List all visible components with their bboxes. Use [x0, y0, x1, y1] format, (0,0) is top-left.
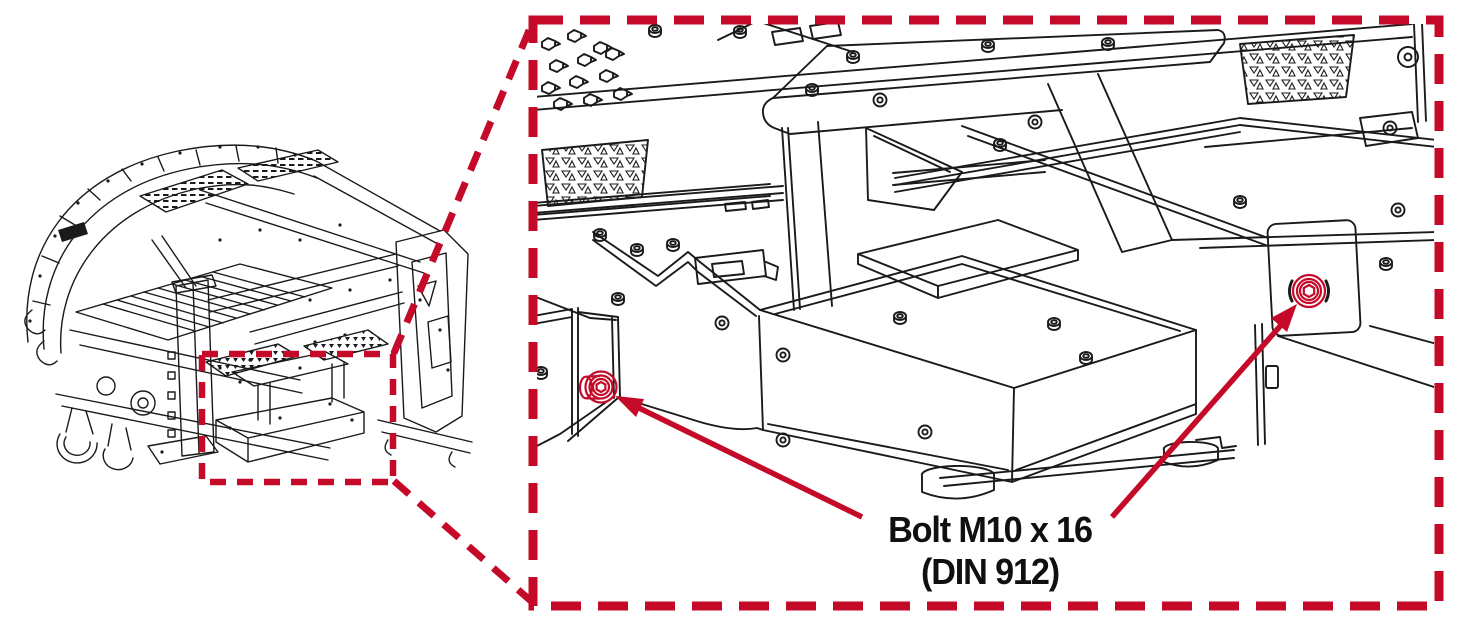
callout-line1: Bolt M10 x 16: [888, 509, 1093, 550]
overview-highlight-box: [198, 350, 397, 486]
bolt-highlight-right: [1291, 273, 1327, 309]
bolt-callout-label: Bolt M10 x 16 (DIN 912): [888, 509, 1093, 593]
machine-overview-drawing: [24, 144, 473, 471]
zoom-connector-top: [390, 19, 537, 355]
base-box: [758, 219, 1235, 500]
callout-line2: (DIN 912): [920, 551, 1060, 592]
callout-arrow-right: [1109, 304, 1297, 519]
screw-cluster: [541, 29, 633, 111]
arrowhead-left-icon: [615, 396, 644, 417]
machine-detail-drawing: [537, 24, 1434, 500]
detail-boundary-box: [528, 15, 1444, 611]
arrowhead-right-icon: [1271, 304, 1297, 332]
zoom-connector-bottom: [391, 478, 534, 604]
bolt-highlight-left: [578, 370, 618, 404]
callout-arrow-left: [615, 396, 864, 520]
